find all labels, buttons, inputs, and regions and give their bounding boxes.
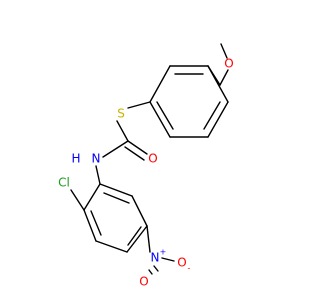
atom-n-nitro: N xyxy=(151,251,160,265)
bond-ring2-inner-3 xyxy=(103,192,130,204)
bond-ring2-inner-2 xyxy=(127,226,142,246)
atom-o-nitro-double: O xyxy=(139,275,148,289)
bond-n-o-double-1 xyxy=(153,265,159,272)
atom-s: S xyxy=(117,107,125,121)
bond-ring2-b xyxy=(83,209,97,242)
bond-n-ring xyxy=(95,165,101,185)
atom-h-amide: H xyxy=(71,152,80,166)
bond-c-n xyxy=(102,140,129,158)
atom-cl: Cl xyxy=(58,176,70,190)
bond-n-o-double-2 xyxy=(148,269,153,275)
bond-ring1-f xyxy=(207,101,229,138)
bond-ring2-inner-1 xyxy=(90,210,102,236)
atom-n-amide: N xyxy=(92,152,101,166)
bond-ring1-c xyxy=(149,65,171,103)
bond-ring1-inner-2 xyxy=(156,101,174,130)
bond-ring-n-nitro xyxy=(146,225,151,253)
bond-ring2-e xyxy=(131,195,148,227)
atom-o-carbonyl: O xyxy=(148,152,157,166)
bond-ring1-inner-3 xyxy=(203,101,221,130)
bond-n-o-single xyxy=(161,257,175,262)
bond-c-o-2 xyxy=(124,146,145,161)
bond-ring2-d xyxy=(126,225,148,253)
bond-s-c xyxy=(116,120,129,142)
bond-o-ring xyxy=(219,69,229,86)
bond-ring-s xyxy=(127,101,151,109)
atom-o-nitro-single: O xyxy=(177,256,186,270)
bond-methyl-o xyxy=(220,43,228,59)
bond-ring1-g xyxy=(207,65,229,103)
bond-ring2-c xyxy=(95,240,128,253)
atom-o-methoxy: O xyxy=(224,57,233,71)
bond-ring2-a xyxy=(83,183,101,211)
charge-n-nitro: + xyxy=(160,248,167,257)
molecule-structure: O S O N H Cl N + O O - xyxy=(58,43,234,289)
bond-ring1-d xyxy=(149,101,171,138)
bond-c-o-1 xyxy=(127,140,148,155)
bond-ring2-f xyxy=(99,183,133,197)
bond-ring-cl xyxy=(70,189,85,211)
charge-o-nitro: - xyxy=(188,264,191,273)
